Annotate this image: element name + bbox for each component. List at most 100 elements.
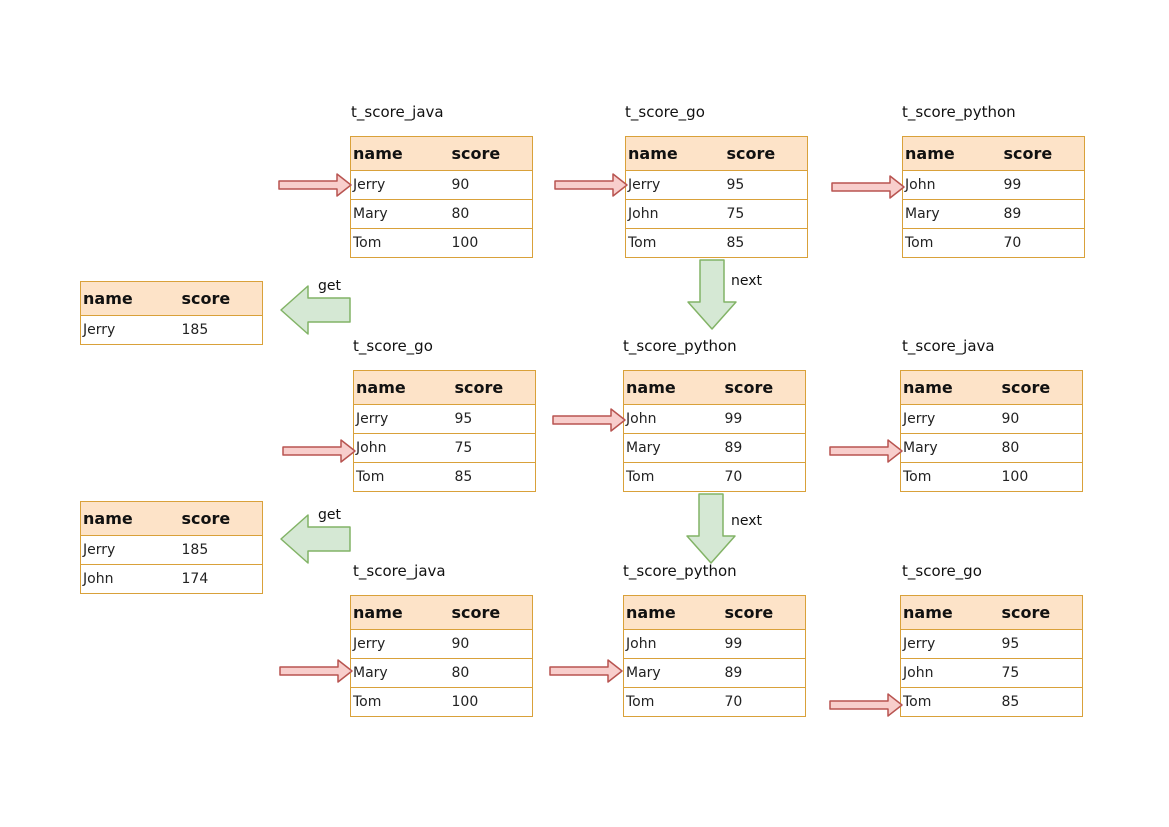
cell-score: 85 <box>726 228 808 258</box>
next-arrow <box>686 493 736 564</box>
next-label: next <box>731 273 763 289</box>
cell-name: Tom <box>900 462 1002 492</box>
header-score: score <box>1001 595 1083 630</box>
cell-score: 100 <box>451 687 533 717</box>
cell-score: 89 <box>724 433 806 463</box>
table-label: t_score_python <box>902 103 1016 121</box>
cell-name: Jerry <box>353 404 455 434</box>
cell-name: Mary <box>902 199 1004 229</box>
cell-name: John <box>900 658 1002 688</box>
cell-score: 70 <box>724 687 806 717</box>
cell-name: John <box>902 170 1004 200</box>
table-row: John 174 <box>80 564 263 594</box>
header-name: name <box>623 595 725 630</box>
next-label: next <box>731 513 763 529</box>
header-score: score <box>451 595 533 630</box>
cell-score: 70 <box>724 462 806 492</box>
cell-name: Jerry <box>80 315 182 345</box>
cell-score: 70 <box>1003 228 1085 258</box>
header-score: score <box>181 501 263 536</box>
cell-name: John <box>80 564 182 594</box>
cell-name: John <box>625 199 727 229</box>
header-name: name <box>900 595 1002 630</box>
cell-score: 80 <box>451 658 533 688</box>
table-row: Jerry 185 <box>80 315 263 345</box>
cell-score: 80 <box>451 199 533 229</box>
table-label: t_score_go <box>625 103 705 121</box>
cell-name: Jerry <box>900 629 1002 659</box>
header-name: name <box>350 595 452 630</box>
cell-score: 75 <box>726 199 808 229</box>
cell-name: John <box>623 629 725 659</box>
cell-name: Jerry <box>350 629 452 659</box>
get-label: get <box>318 507 341 523</box>
header-score: score <box>1001 370 1083 405</box>
cell-name: Tom <box>353 462 455 492</box>
get-label: get <box>318 278 341 294</box>
cell-score: 185 <box>181 535 263 565</box>
cell-score: 90 <box>1001 404 1083 434</box>
header-name: name <box>80 281 182 316</box>
pointer-arrow <box>549 659 623 683</box>
cell-name: Tom <box>623 462 725 492</box>
cell-name: Mary <box>350 658 452 688</box>
cell-score: 89 <box>724 658 806 688</box>
pointer-arrow <box>829 693 903 717</box>
header-score: score <box>1003 136 1085 171</box>
cell-name: Mary <box>623 658 725 688</box>
cell-score: 95 <box>1001 629 1083 659</box>
header-name: name <box>902 136 1004 171</box>
cell-name: Mary <box>350 199 452 229</box>
cell-name: John <box>353 433 455 463</box>
header-score: score <box>454 370 536 405</box>
cell-score: 90 <box>451 629 533 659</box>
pointer-arrow <box>282 439 356 463</box>
cell-score: 85 <box>1001 687 1083 717</box>
pointer-arrow <box>552 408 626 432</box>
cell-name: Tom <box>900 687 1002 717</box>
result-table-second: name score Jerry 185 John 174 <box>80 501 263 594</box>
cell-name: Tom <box>350 687 452 717</box>
pointer-arrow <box>278 173 352 197</box>
table-label: t_score_java <box>902 337 995 355</box>
cell-score: 75 <box>1001 658 1083 688</box>
cell-name: Jerry <box>625 170 727 200</box>
result-table-first: name score Jerry 185 <box>80 281 263 345</box>
header-name: name <box>80 501 182 536</box>
pointer-arrow <box>279 659 353 683</box>
cell-name: Tom <box>623 687 725 717</box>
cell-name: Tom <box>625 228 727 258</box>
table-label: t_score_go <box>353 337 433 355</box>
cell-name: Tom <box>350 228 452 258</box>
cell-score: 75 <box>454 433 536 463</box>
cell-score: 85 <box>454 462 536 492</box>
pointer-arrow <box>829 439 903 463</box>
